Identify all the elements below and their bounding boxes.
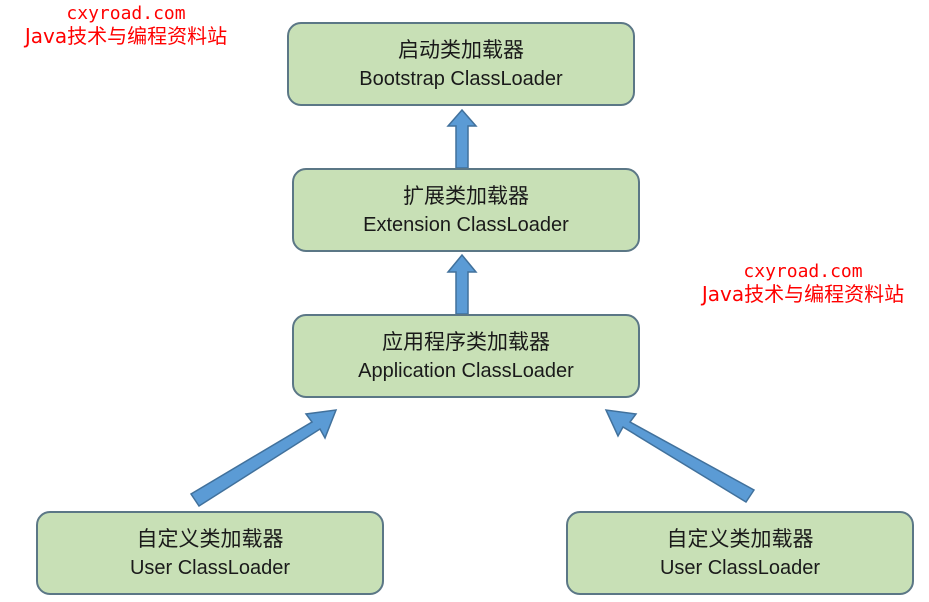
arrow-user-right-to-application bbox=[604, 409, 756, 504]
node-title-zh: 启动类加载器 bbox=[398, 38, 524, 62]
watermark-top-left: cxyroad.com Java技术与编程资料站 bbox=[5, 3, 247, 49]
arrow-extension-to-bootstrap bbox=[446, 108, 478, 169]
watermark-site: cxyroad.com bbox=[66, 3, 186, 24]
user-classloader-right-node: 自定义类加载器 User ClassLoader bbox=[566, 511, 914, 595]
user-classloader-left-node: 自定义类加载器 User ClassLoader bbox=[36, 511, 384, 595]
arrow-user-left-to-application bbox=[189, 409, 338, 508]
node-title-en: Extension ClassLoader bbox=[363, 214, 569, 236]
watermark-right: cxyroad.com Java技术与编程资料站 bbox=[682, 261, 924, 307]
node-title-en: User ClassLoader bbox=[129, 557, 291, 579]
node-title-en: Bootstrap ClassLoader bbox=[359, 68, 563, 90]
node-title-zh: 自定义类加载器 bbox=[666, 527, 814, 551]
extension-classloader-node: 扩展类加载器 Extension ClassLoader bbox=[292, 168, 640, 252]
watermark-slogan: Java技术与编程资料站 bbox=[24, 24, 228, 48]
node-title-zh: 扩展类加载器 bbox=[403, 184, 529, 208]
node-title-en: User ClassLoader bbox=[659, 557, 821, 579]
arrow-application-to-extension bbox=[446, 253, 478, 315]
node-title-zh: 应用程序类加载器 bbox=[382, 330, 550, 354]
node-title-en: Application ClassLoader bbox=[358, 360, 574, 382]
bootstrap-classloader-node: 启动类加载器 Bootstrap ClassLoader bbox=[287, 22, 635, 106]
application-classloader-node: 应用程序类加载器 Application ClassLoader bbox=[292, 314, 640, 398]
watermark-site: cxyroad.com bbox=[743, 261, 863, 282]
node-title-zh: 自定义类加载器 bbox=[136, 527, 284, 551]
watermark-slogan: Java技术与编程资料站 bbox=[701, 282, 905, 306]
